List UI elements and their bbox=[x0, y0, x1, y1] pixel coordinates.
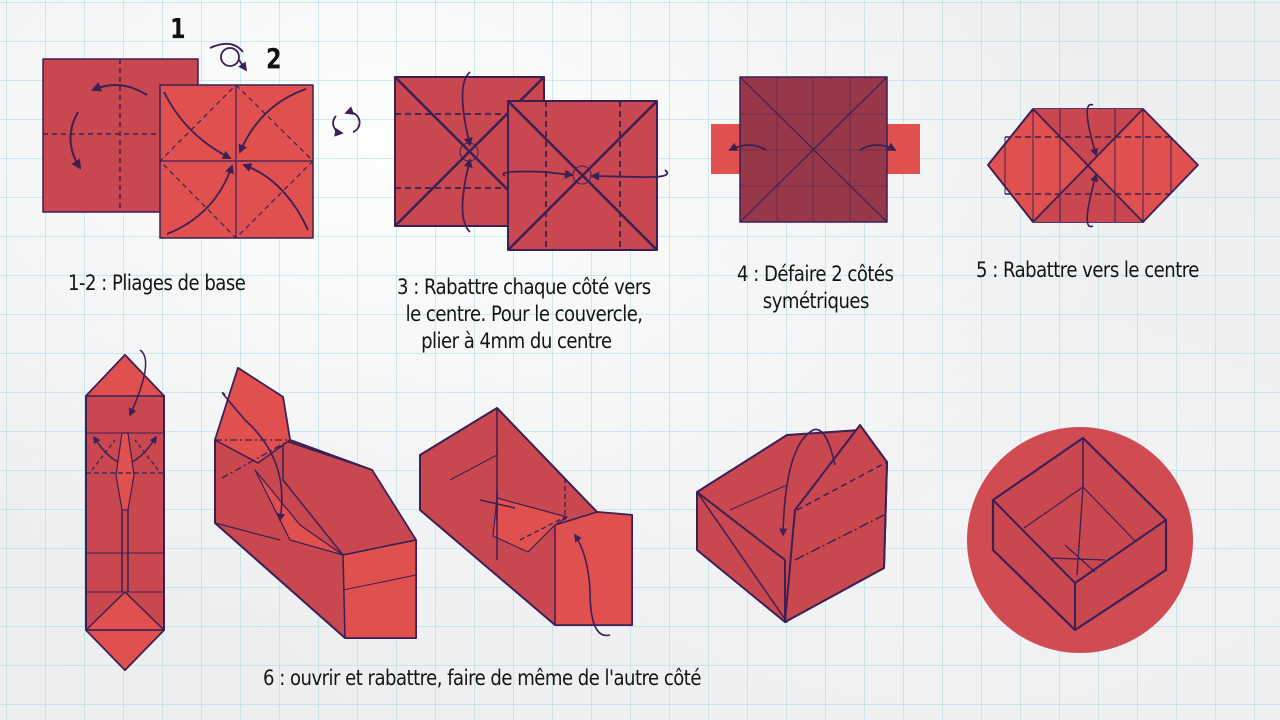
caption-step-4-line-2: symétriques bbox=[762, 289, 870, 313]
step-6d-box bbox=[696, 424, 888, 623]
step-4-shape bbox=[711, 76, 920, 223]
step-5-hexagon bbox=[987, 103, 1199, 228]
step-number-2: 2 bbox=[265, 42, 282, 75]
rotate-icon bbox=[332, 106, 361, 137]
flip-over-icon bbox=[209, 42, 248, 72]
caption-step-3-line-2: le centre. Pour le couvercle, bbox=[405, 302, 643, 326]
step-number-1: 1 bbox=[169, 12, 186, 45]
caption-step-3: 3 : Rabattre chaque côté vers le centre.… bbox=[397, 274, 651, 355]
final-box-badge bbox=[967, 427, 1193, 653]
step-3-square-front bbox=[502, 100, 669, 251]
caption-step-1-2: 1-2 : Pliages de base bbox=[68, 271, 246, 295]
caption-step-3-line-1: 3 : Rabattre chaque côté vers bbox=[397, 275, 651, 299]
step-6c-box bbox=[419, 407, 633, 637]
caption-step-4-line-1: 4 : Défaire 2 côtés bbox=[737, 262, 894, 286]
caption-step-3-line-3: plier à 4mm du centre bbox=[421, 329, 612, 353]
step-6b-tray bbox=[214, 367, 417, 639]
caption-step-5: 5 : Rabattre vers le centre bbox=[976, 258, 1199, 282]
step-2-square bbox=[159, 84, 314, 239]
step-6a-column bbox=[85, 349, 165, 671]
caption-step-4: 4 : Défaire 2 côtés symétriques bbox=[737, 261, 894, 315]
caption-step-6: 6 : ouvrir et rabattre, faire de même de… bbox=[263, 666, 701, 690]
